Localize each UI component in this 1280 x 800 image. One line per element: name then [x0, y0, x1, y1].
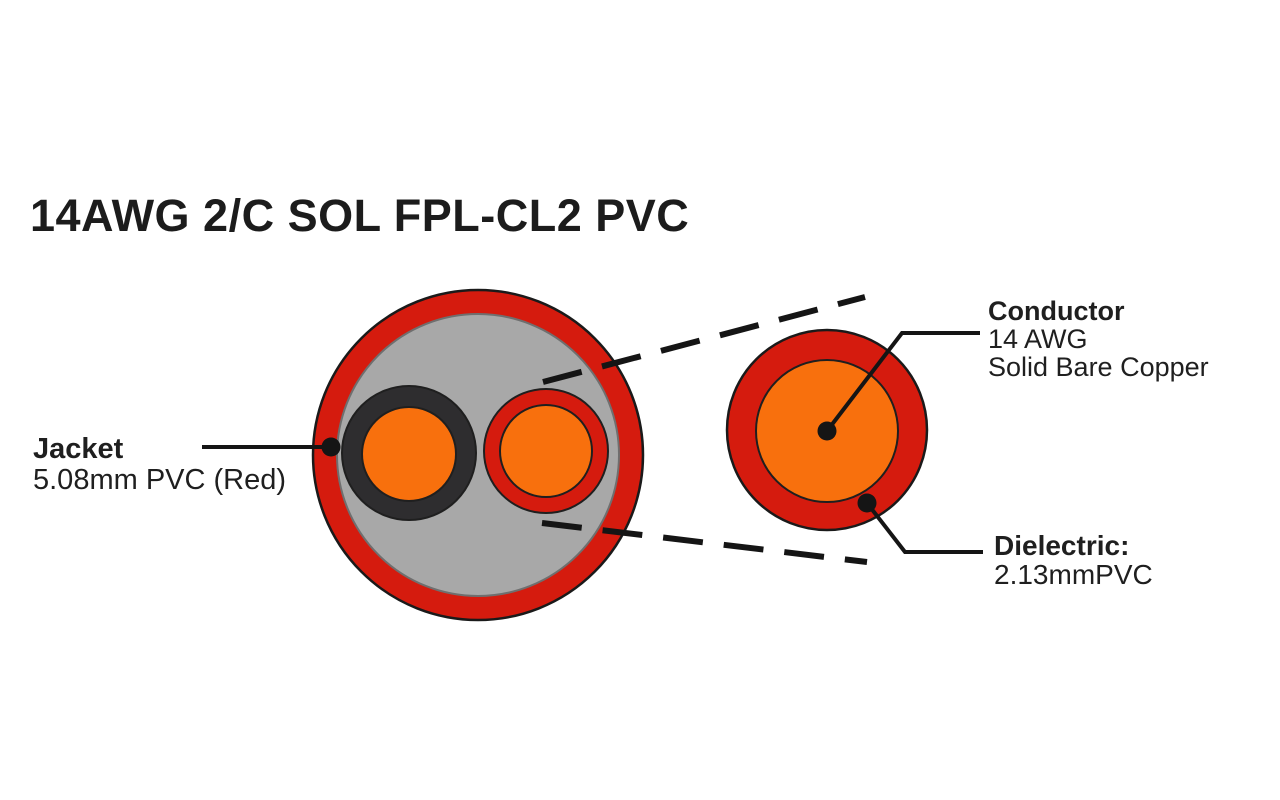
dielectric-label-title: Dielectric:	[994, 530, 1130, 561]
conductor-leader-dot	[817, 421, 837, 441]
dielectric-label-detail: 2.13mmPVC	[994, 559, 1153, 590]
conductor-callout	[817, 331, 980, 441]
dielectric-label: Dielectric: 2.13mmPVC	[994, 531, 1153, 589]
page-title: 14AWG 2/C SOL FPL-CL2 PVC	[30, 190, 690, 241]
conductor-leader-line	[825, 331, 980, 433]
jacket-label-title: Jacket	[33, 433, 124, 465]
dielectric-leader-dot	[857, 493, 877, 513]
jacket-leader-dot	[321, 437, 341, 457]
conductor-label: Conductor 14 AWG Solid Bare Copper	[988, 297, 1209, 381]
conductor-label-detail-2: Solid Bare Copper	[988, 352, 1209, 382]
jacket-label: Jacket 5.08mm PVC (Red)	[33, 434, 286, 496]
dielectric-callout	[857, 493, 983, 554]
zoom-guide-top	[542, 294, 866, 385]
zoom-guide-bottom	[541, 520, 868, 565]
copper-core-red-side	[499, 404, 593, 498]
cable-cross-section	[311, 288, 645, 622]
jacket-label-detail: 5.08mm PVC (Red)	[33, 464, 287, 496]
red-conductor	[483, 388, 609, 514]
copper-core-black-side	[361, 406, 457, 502]
black-conductor	[341, 385, 477, 521]
dielectric-leader-line	[865, 501, 983, 554]
jacket-callout	[202, 437, 341, 457]
conductor-label-detail-1: 14 AWG	[988, 324, 1088, 354]
conductor-label-title: Conductor	[988, 296, 1125, 326]
